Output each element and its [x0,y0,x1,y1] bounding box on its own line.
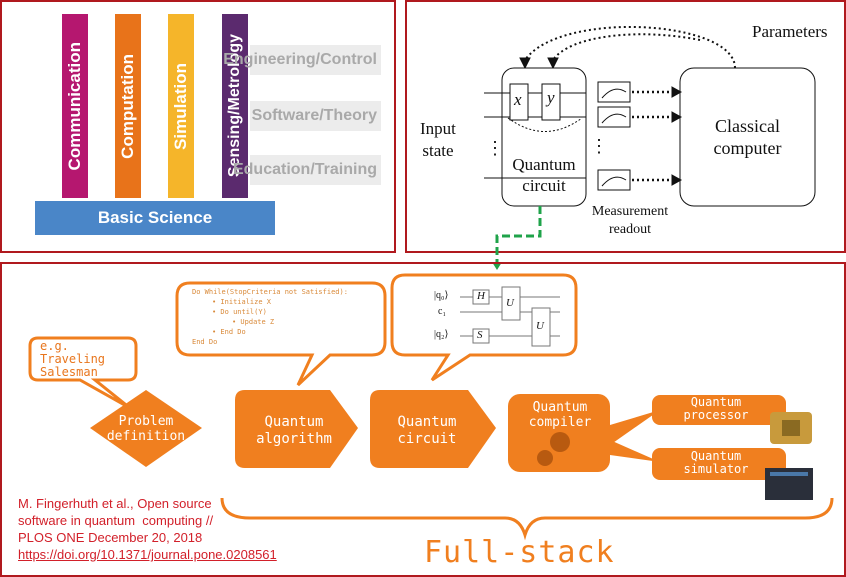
gate-u1: U [506,297,514,309]
code-line: • Update Z [232,318,275,326]
citation: M. Fingerhuth et al., Open source softwa… [18,495,277,563]
qc-line2: circuit [522,176,566,195]
state-label: state [422,141,454,160]
layer-software: Software/Theory [250,101,381,131]
gate-s: S [477,329,483,341]
classical-computer-box [679,67,816,207]
step-line: definition [106,429,186,444]
target-line: Quantum [690,449,742,463]
basic-science-label: Basic Science [97,208,213,227]
layer-engineering: Engineering/Control [223,45,381,75]
step-line: algorithm [256,431,332,447]
mini-circuit [460,286,560,347]
circuit-q0: |q₀⟩ [434,290,449,301]
hybrid-loop-panel [405,0,846,253]
example-bubble-text: e.g. Traveling Salesman [40,340,105,379]
cc-line2: computer [713,138,782,158]
code-bubble-text: Do While(StopCriteria not Satisfied): • … [192,287,348,347]
step-line: Problem [118,414,174,429]
gate-h: H [477,290,485,302]
code-line: • Do until(Y) [212,308,267,316]
gate-y: y [547,88,555,107]
example-line: Traveling [40,352,106,366]
quantum-circuit-label: Quantum circuit [502,154,586,196]
hybrid-loop-lines [484,25,816,207]
step-line: Quantum [397,414,457,430]
step-line: circuit [397,431,457,447]
example-line: Salesman [40,365,98,379]
parameters-label: Parameters [752,22,828,41]
problem-definition-diamond [90,390,202,467]
citation-line: software in quantum computing // [18,513,214,528]
pillar-sensing: Sensing/Metrology [222,14,248,198]
link-connector [495,206,542,266]
pillar-computation: Computation [115,14,141,198]
step-line: compiler [528,415,592,430]
quantum-algorithm-shape [235,390,358,468]
quantum-processor-box [652,395,786,425]
full-stack-label: Full-stack [424,535,615,570]
mr-line1: Measurement [591,204,669,219]
input-label: Input [420,119,456,138]
code-line: • Initialize X [212,298,272,306]
code-bubble [175,281,387,387]
code-line: • End Do [212,328,246,336]
example-line: e.g. [40,339,69,353]
code-line: Do While(StopCriteria not Satisfied): [192,288,348,296]
quantum-circuit-shape [370,390,496,468]
input-state-label: Input state [420,118,456,162]
step-line: Quantum [264,414,324,430]
target-line: Quantum [690,395,742,409]
measurement-readout-label: Measurement readout [580,203,680,239]
measurement-meters [597,81,631,191]
citation-line: PLOS ONE December 20, 2018 [18,530,203,545]
parameters-arc-2 [552,33,701,61]
full-stack-panel [0,262,846,577]
citation-line: M. Fingerhuth et al., Open source [18,496,212,511]
quantum-simulator-box [652,448,786,480]
circuit-bubble [390,273,578,382]
gate-x: x [514,90,522,109]
target-line: processor [683,408,749,422]
ellipsis-left: ⋮ [486,138,504,158]
circuit-c1: c₁ [438,306,446,317]
pillar-simulation: Simulation [168,14,194,198]
full-stack-brace [220,497,834,541]
gears-icon [537,432,570,466]
gate-u2: U [536,320,544,332]
step-line: Quantum [532,400,588,415]
basic-science-bar: Basic Science [35,201,275,235]
circuit-q2: |q₂⟩ [434,329,449,340]
pillar-communication: Communication [62,14,88,198]
code-line: End Do [192,338,218,346]
layer-education: Education/Training [233,155,381,185]
example-bubble [28,336,138,410]
cc-line1: Classical [715,116,780,136]
mr-line2: readout [609,222,651,237]
applications-panel [0,0,396,253]
doi-link[interactable]: https://doi.org/10.1371/journal.pone.020… [18,547,277,562]
hardware-images [765,412,813,500]
ellipsis-right: ⋮ [590,136,608,156]
target-line: simulator [683,462,749,476]
qc-line1: Quantum [512,155,576,174]
